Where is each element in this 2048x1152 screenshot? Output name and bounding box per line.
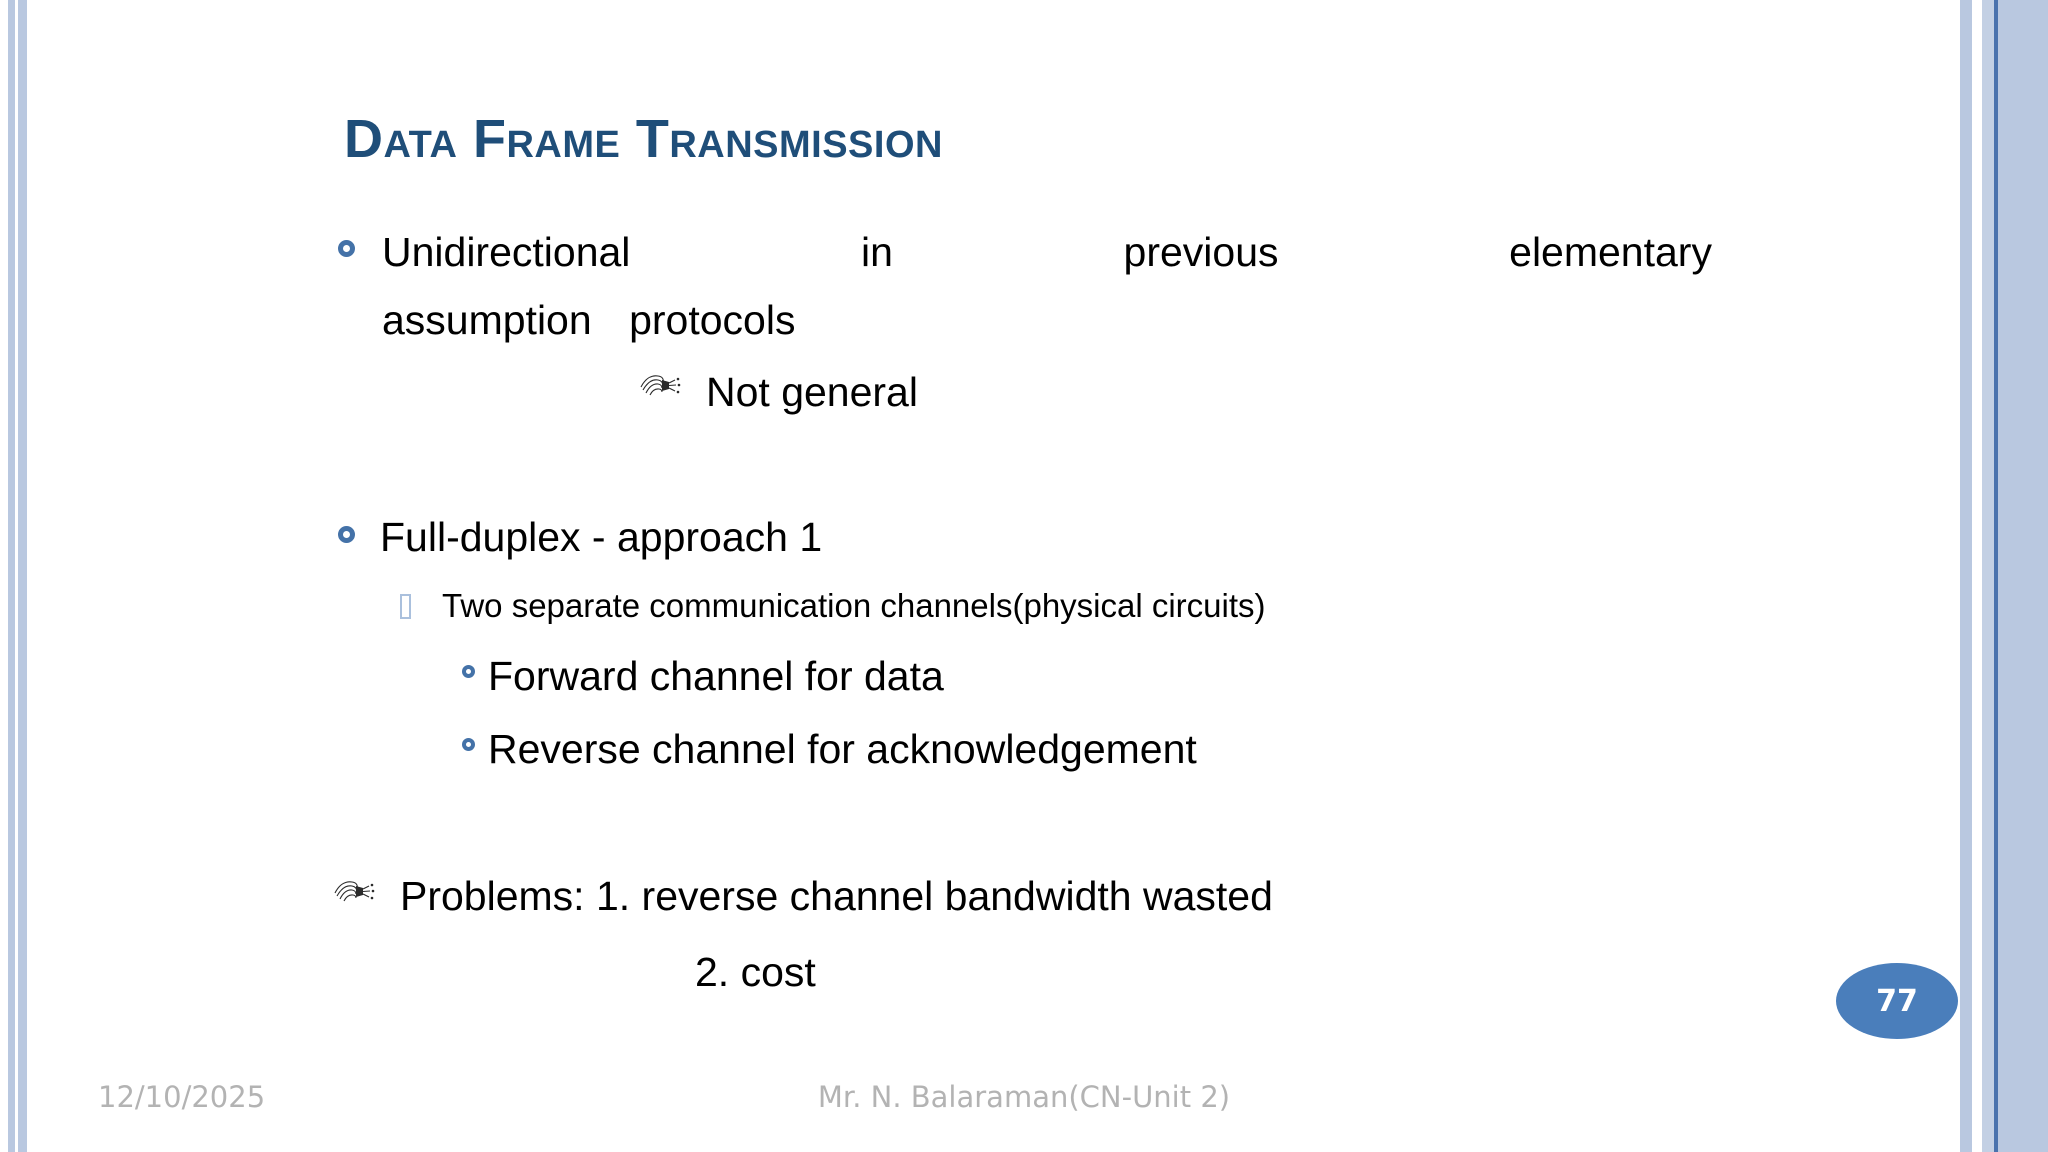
bullet-unidirectional-word-5: assumption xyxy=(382,297,592,344)
pointing-hand-bullet-icon xyxy=(332,876,376,906)
bullet-full-duplex: Full-duplex - approach 1 xyxy=(380,514,823,560)
pointing-hand-bullet-icon xyxy=(638,370,682,400)
circle-outline-bullet-icon xyxy=(338,240,355,257)
sub-bullet-two-channels: Two separate communication channels(phys… xyxy=(442,587,1266,624)
square-outline-bullet-icon xyxy=(400,594,411,619)
circle-outline-bullet-icon xyxy=(462,665,475,678)
left-border-band-gap xyxy=(15,0,18,1152)
footer-author: Mr. N. Balaraman(CN-Unit 2) xyxy=(817,1080,1231,1114)
bullet-problems-line2: 2. cost xyxy=(695,949,816,995)
bullet-unidirectional-word-2: in xyxy=(861,229,893,275)
circle-outline-bullet-icon xyxy=(338,526,355,543)
right-border-band-main xyxy=(1998,0,2048,1152)
bullet-unidirectional-word-1: Unidirectional xyxy=(382,229,631,275)
right-border-band-pale xyxy=(1982,0,1994,1152)
bullet-problems-line1: Problems: 1. reverse channel bandwidth w… xyxy=(400,873,1273,919)
page-number-badge: 77 xyxy=(1836,963,1958,1039)
bullet-unidirectional-line2: assumption protocols xyxy=(382,296,1712,344)
right-border-accent-line xyxy=(1994,0,1998,1152)
bullet-unidirectional-line1: Unidirectional in previous elementary xyxy=(382,228,1712,276)
sub-bullet-not-general: Not general xyxy=(706,369,918,415)
bullet-unidirectional: Unidirectional in previous elementary as… xyxy=(382,228,1712,345)
bullet-unidirectional-word-6: protocols xyxy=(629,297,796,344)
bullet-unidirectional-word-3: previous xyxy=(1123,229,1279,275)
bullet-unidirectional-word-4: elementary xyxy=(1509,229,1712,275)
sub-bullet-forward-channel: Forward channel for data xyxy=(488,653,944,699)
right-border-band-thin xyxy=(1960,0,1972,1152)
slide-title: Data Frame Transmission xyxy=(344,109,943,169)
left-border-band-main xyxy=(18,0,27,1152)
left-border-band-outer xyxy=(8,0,15,1152)
sub-bullet-reverse-channel: Reverse channel for acknowledgement xyxy=(488,726,1197,772)
background-watermark xyxy=(60,4,280,64)
circle-outline-bullet-icon xyxy=(462,738,475,751)
footer-date: 12/10/2025 xyxy=(98,1080,266,1114)
